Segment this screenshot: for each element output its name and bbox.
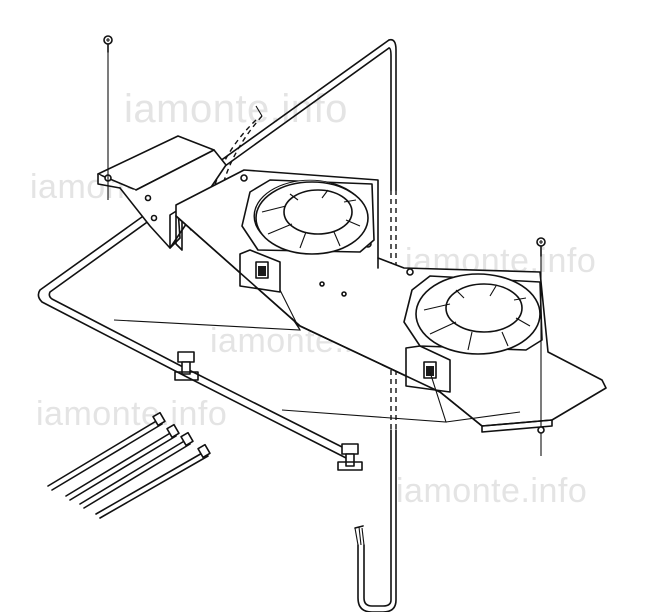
cable-tie-icon [95, 443, 211, 519]
cable-tie-icon [47, 411, 166, 491]
fan-icon [239, 179, 375, 293]
watermark-6: iamonte.info [396, 472, 587, 510]
cable-tie-icon [79, 431, 194, 509]
watermark-1: iamonte.info [124, 87, 348, 131]
watermark-5: iamonte.info [36, 395, 227, 433]
plate-front-edge [175, 215, 553, 433]
wire-clamp-2 [337, 443, 363, 471]
wire-clamp-1 [174, 351, 199, 381]
leader-lines [113, 289, 521, 423]
screw-icon [103, 35, 113, 200]
cable-tie-icon [65, 423, 180, 501]
screw-icon [536, 237, 546, 456]
fan-icon [403, 273, 543, 393]
wire-harness [37, 38, 397, 612]
